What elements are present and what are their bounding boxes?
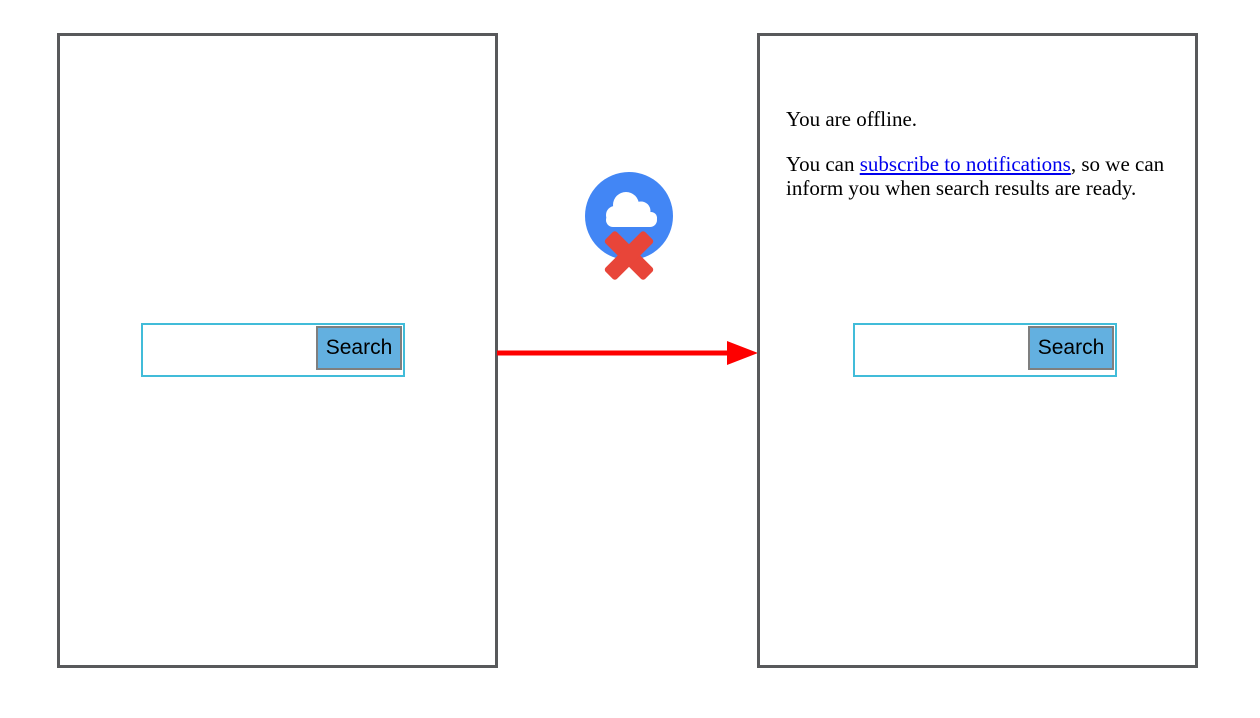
search-form: Search [853,323,1117,377]
offline-x-icon [604,231,654,280]
offline-status-text: You are offline. [786,107,1200,132]
search-input[interactable] [145,327,323,369]
screen-after: You are offline. You can subscribe to no… [757,33,1198,668]
search-input[interactable] [857,327,1035,369]
subscribe-suffix: , so we can inform you when search resul… [786,151,1165,200]
search-button[interactable]: Search [316,326,402,370]
cloud-offline-icon [585,172,673,280]
offline-message: You are offline. You can subscribe to no… [786,107,1200,201]
subscribe-link[interactable]: subscribe to notifications [859,151,1071,176]
arrow-right-icon [497,341,758,365]
subscribe-text: You can subscribe to notifications, so w… [786,151,1200,201]
search-form: Search [141,323,405,377]
screen-before: Search [57,33,498,668]
offline-status-line: You are offline. [786,107,918,131]
subscribe-prefix: You can [786,151,860,176]
cloud-icon [606,192,657,227]
search-button[interactable]: Search [1028,326,1114,370]
